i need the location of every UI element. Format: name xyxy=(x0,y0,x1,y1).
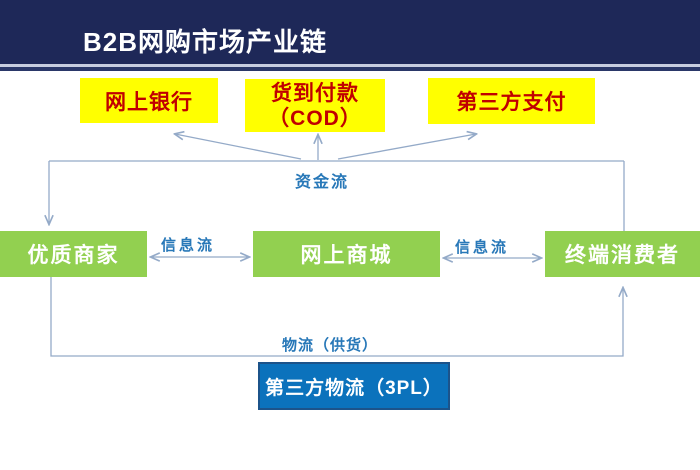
node-cod: 货到付款 （COD） xyxy=(245,79,385,132)
node-end-consumers: 终端消费者 xyxy=(545,231,700,277)
node-third-party-payment: 第三方支付 xyxy=(428,78,595,124)
node-online-mall: 网上商城 xyxy=(253,231,440,277)
label-logistics-flow: 物流（供货） xyxy=(281,337,378,354)
header-divider-dark xyxy=(0,67,700,71)
node-online-mall-label: 网上商城 xyxy=(300,244,393,267)
node-quality-merchants: 优质商家 xyxy=(0,231,147,277)
node-third-party-logistics-label: 第三方物流（3PL） xyxy=(265,377,443,399)
node-cod-label-line2: （COD） xyxy=(268,106,362,130)
node-online-banking: 网上银行 xyxy=(80,78,218,123)
node-cod-label-line1: 货到付款 xyxy=(271,81,359,105)
arrow-to-third-party-payment xyxy=(337,134,476,160)
header-divider-light xyxy=(0,64,700,67)
label-info-flow-left: 信息流 xyxy=(160,237,215,254)
node-end-consumers-label: 终端消费者 xyxy=(565,244,680,267)
node-online-banking-label: 网上银行 xyxy=(105,90,193,114)
node-quality-merchants-label: 优质商家 xyxy=(27,244,120,267)
label-funds-flow: 资金流 xyxy=(294,174,349,191)
arrow-to-online-banking xyxy=(175,134,302,160)
title-bar: B2B网购市场产业链 xyxy=(0,0,700,64)
node-third-party-logistics: 第三方物流（3PL） xyxy=(258,362,450,410)
page-title: B2B网购市场产业链 xyxy=(83,27,328,57)
node-third-party-payment-label: 第三方支付 xyxy=(456,91,567,114)
label-info-flow-right: 信息流 xyxy=(454,239,509,256)
